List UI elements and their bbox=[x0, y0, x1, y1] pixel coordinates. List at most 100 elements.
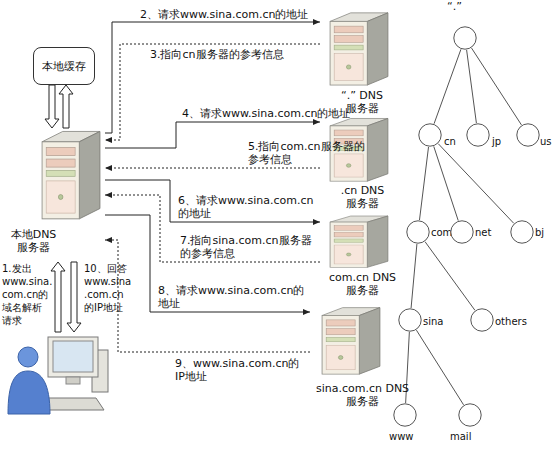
drive-bay bbox=[46, 159, 75, 167]
tree-circle bbox=[510, 220, 534, 244]
edge-label: 4、请求www.sina.com.cn的地址 bbox=[182, 107, 350, 120]
edge-connector bbox=[105, 180, 320, 225]
arrow-head bbox=[105, 237, 112, 243]
solid-connector bbox=[425, 242, 475, 311]
tree-node: cn bbox=[418, 123, 442, 147]
server-label: .cn DNS 服务器 bbox=[339, 184, 386, 210]
drive-bay bbox=[334, 232, 363, 237]
power-button bbox=[346, 253, 351, 256]
edge-label: 3.指向cn服务器的参考信息 bbox=[150, 48, 284, 61]
tree-circle bbox=[398, 308, 422, 332]
solid-connector bbox=[416, 330, 463, 405]
server-icon bbox=[328, 10, 390, 86]
cache-box: 本地缓存 bbox=[33, 47, 95, 85]
edge-connector bbox=[45, 85, 59, 128]
solid-connector bbox=[434, 49, 461, 123]
drive-bay bbox=[326, 329, 355, 335]
server-icon bbox=[320, 305, 382, 375]
edge-connector bbox=[105, 192, 320, 262]
edge-connector bbox=[467, 50, 477, 123]
front-panel bbox=[334, 154, 363, 177]
screen bbox=[53, 341, 93, 372]
server-side bbox=[367, 13, 388, 85]
tree-circle bbox=[470, 308, 494, 332]
edge-connector bbox=[105, 215, 310, 315]
server-front bbox=[330, 126, 367, 181]
drive-bay bbox=[334, 130, 363, 136]
tree-label: jp bbox=[492, 135, 501, 148]
comcn-dns-server: com.cn DNS 服务器 bbox=[320, 214, 400, 298]
edge-connector bbox=[434, 49, 461, 123]
edge-label: 6、请求www.sina.com.cn 的地址 bbox=[178, 194, 317, 220]
solid-connector bbox=[419, 147, 428, 220]
tree-node: jp bbox=[466, 123, 490, 147]
edge-connector bbox=[411, 244, 417, 308]
server-label: 本地DNS 服务器 bbox=[9, 228, 58, 254]
circle-outline bbox=[399, 309, 421, 331]
box-label: 本地缓存 bbox=[42, 60, 86, 73]
step-note: 1.发出 www.sina. com.cn的 域名解析 请求 bbox=[2, 262, 56, 327]
root-dns-server: “.” DNS 服务器 bbox=[320, 10, 400, 116]
hollow-arrow bbox=[59, 85, 73, 128]
server-front bbox=[330, 222, 367, 267]
tree-node: others bbox=[470, 308, 494, 332]
drive-bay bbox=[46, 171, 75, 177]
user-body bbox=[8, 371, 50, 414]
server-label: sina.com.cn DNS 服务器 bbox=[314, 382, 411, 408]
tree-label: net bbox=[475, 226, 491, 239]
server-label: com.cn DNS 服务器 bbox=[327, 271, 398, 297]
front-panel bbox=[326, 345, 355, 370]
server-side bbox=[367, 118, 388, 181]
solid-connector bbox=[105, 180, 320, 222]
tree-label: us bbox=[540, 135, 552, 148]
dashed-connector bbox=[105, 195, 320, 262]
edge-connector bbox=[425, 242, 475, 311]
tree-label: www bbox=[389, 430, 414, 443]
server-front bbox=[330, 21, 367, 85]
server-icon bbox=[40, 128, 102, 220]
edge-connector bbox=[434, 146, 458, 220]
edge-label: 7.指向sina.com.cn服务器 的参考信息 bbox=[180, 234, 315, 260]
step-note: 10、回答 www.sina .com.cn 的IP地址 bbox=[84, 262, 135, 314]
tree-circle bbox=[453, 26, 477, 50]
edge-connector bbox=[105, 44, 320, 143]
edge-label: 2、请求www.sina.com.cn的地址 bbox=[140, 8, 308, 21]
client-computer bbox=[40, 337, 108, 410]
solid-connector bbox=[434, 146, 458, 220]
server-side bbox=[359, 308, 380, 375]
tree-circle bbox=[450, 220, 474, 244]
circle-outline bbox=[467, 124, 489, 146]
tree-circle bbox=[418, 123, 442, 147]
drive-bay bbox=[334, 26, 363, 33]
tree-node: com bbox=[406, 220, 430, 244]
server-front bbox=[322, 316, 359, 375]
circle-outline bbox=[471, 309, 493, 331]
edge-label: 9、www.sina.com.cn的 IP地址 bbox=[175, 357, 303, 383]
tree-node: www bbox=[393, 403, 417, 427]
user-figure bbox=[8, 347, 50, 414]
drive-bay bbox=[334, 239, 363, 242]
tree-circle bbox=[516, 123, 540, 147]
tree-circle bbox=[406, 220, 430, 244]
edge-connector bbox=[438, 144, 513, 224]
tree-node: mail bbox=[458, 403, 482, 427]
power-button bbox=[58, 194, 63, 199]
hollow-arrow bbox=[45, 85, 59, 128]
tree-label: sina bbox=[423, 315, 443, 328]
edge-connector bbox=[472, 48, 522, 125]
tree-circle bbox=[466, 123, 490, 147]
server-side bbox=[367, 216, 388, 267]
circle-outline bbox=[517, 124, 539, 146]
arrow-head bbox=[105, 137, 112, 143]
tree-label: cn bbox=[444, 135, 456, 148]
arrow-head bbox=[105, 165, 112, 171]
tree-node: net bbox=[450, 220, 474, 244]
tree-label: others bbox=[495, 315, 527, 328]
circle-outline bbox=[419, 124, 441, 146]
monitor-stand bbox=[66, 377, 80, 384]
dashed-connector bbox=[105, 168, 320, 169]
circle-outline bbox=[407, 221, 429, 243]
power-button bbox=[346, 65, 351, 69]
front-panel bbox=[334, 54, 363, 81]
